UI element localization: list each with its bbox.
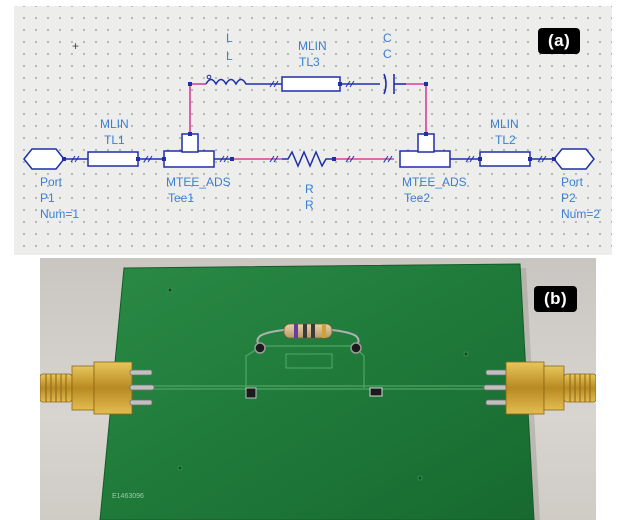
port1-type-label: Port [40, 175, 63, 189]
tee1-name-label: Tee1 [168, 191, 194, 205]
sma-connector-right [483, 361, 596, 415]
panel-a-badge: (a) [538, 28, 581, 54]
panel-b-badge: (b) [534, 286, 578, 312]
resistor-name-label: R [305, 198, 314, 212]
pcb-photo-panel: E1463096 [40, 258, 596, 520]
inductor-type-label: L [226, 31, 233, 45]
port1-num-label: Num=1 [40, 207, 79, 221]
board-id-label: E1463096 [112, 493, 144, 500]
schematic-panel: + [14, 6, 612, 255]
sma-connector-left [40, 361, 155, 415]
microstrip-trace [152, 345, 488, 390]
tl2-type-label: MLIN [490, 117, 519, 131]
mlin-tl3-symbol[interactable] [281, 76, 341, 92]
port-p2-symbol[interactable] [553, 148, 595, 170]
capacitor-smd [369, 387, 383, 397]
tee2-type-label: MTEE_ADS [402, 175, 467, 189]
pcb-board [99, 263, 535, 520]
port2-name-label: P2 [561, 191, 576, 205]
port2-num-label: Num=2 [561, 207, 600, 221]
mtee-tee2-symbol[interactable] [399, 133, 451, 168]
port1-name-label: P1 [40, 191, 55, 205]
tee1-pad [245, 387, 257, 399]
mlin-tl1-symbol[interactable] [87, 151, 139, 167]
cursor-marker: + [72, 39, 79, 53]
tl3-name-label: TL3 [299, 55, 320, 69]
tl1-name-label: TL1 [104, 133, 125, 147]
mtee-tee1-symbol[interactable] [163, 133, 215, 168]
tee2-name-label: Tee2 [404, 191, 430, 205]
inductor-name-label: L [226, 49, 233, 63]
tl3-type-label: MLIN [298, 39, 327, 53]
capacitor-name-label: C [383, 47, 392, 61]
pcb-photo-canvas: E1463096 [40, 263, 596, 520]
tee1-type-label: MTEE_ADS [166, 175, 231, 189]
mlin-tl2-symbol[interactable] [479, 151, 531, 167]
capacitor-type-label: C [383, 31, 392, 45]
resistor-r-symbol[interactable] [282, 150, 334, 168]
inductor-l-symbol[interactable] [205, 78, 250, 86]
tl1-type-label: MLIN [100, 117, 129, 131]
through-hole-resistor [254, 323, 362, 354]
port2-type-label: Port [561, 175, 584, 189]
schematic-canvas: + [23, 31, 600, 221]
port-p1-symbol[interactable] [23, 148, 65, 170]
capacitor-c-symbol[interactable] [383, 73, 406, 95]
resistor-footprint [285, 353, 333, 369]
tl2-name-label: TL2 [495, 133, 516, 147]
resistor-type-label: R [305, 182, 314, 196]
